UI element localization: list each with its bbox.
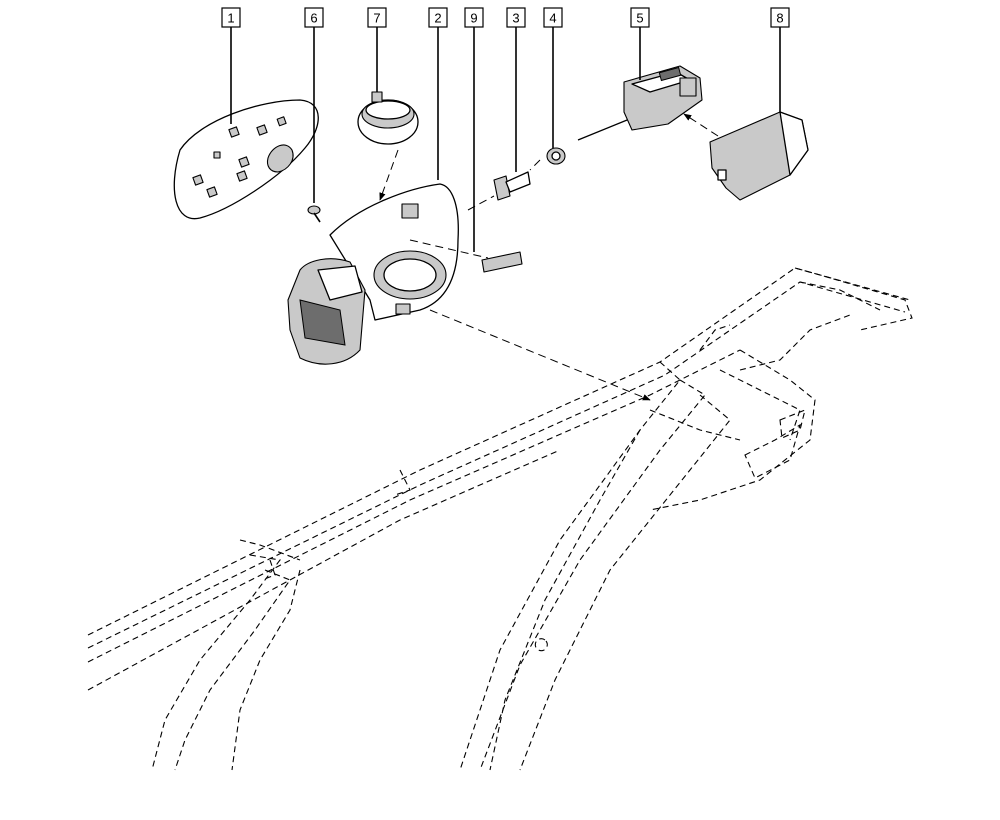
callout-label: 9 (470, 11, 477, 26)
grommet (546, 147, 566, 165)
callout-label: 3 (512, 11, 519, 26)
protective-cover (709, 111, 809, 201)
plunger (493, 171, 531, 201)
callout-label: 4 (549, 11, 556, 26)
actuator-motor (577, 65, 703, 141)
callout-3: 3 (506, 7, 526, 28)
callout-label: 7 (373, 11, 380, 26)
callout-1: 1 (221, 7, 241, 28)
callout-4: 4 (543, 7, 563, 28)
fuel-flap-cover (173, 99, 319, 220)
screw (307, 205, 321, 223)
callout-7: 7 (367, 7, 387, 28)
callout-label: 6 (310, 11, 317, 26)
vehicle-body-outline (87, 267, 913, 771)
callout-label: 1 (227, 11, 234, 26)
warning-label (481, 251, 523, 273)
callout-6: 6 (304, 7, 324, 28)
callout-label: 2 (434, 11, 441, 26)
leader-lines (230, 27, 781, 252)
callout-8: 8 (770, 7, 790, 28)
callout-label: 5 (636, 11, 643, 26)
callout-9: 9 (464, 7, 484, 28)
callout-label: 8 (776, 11, 783, 26)
filler-cap (357, 91, 419, 145)
filler-housing (287, 183, 459, 365)
callout-5: 5 (630, 7, 650, 28)
callout-2: 2 (428, 7, 448, 28)
assembly-arrows (379, 113, 719, 401)
